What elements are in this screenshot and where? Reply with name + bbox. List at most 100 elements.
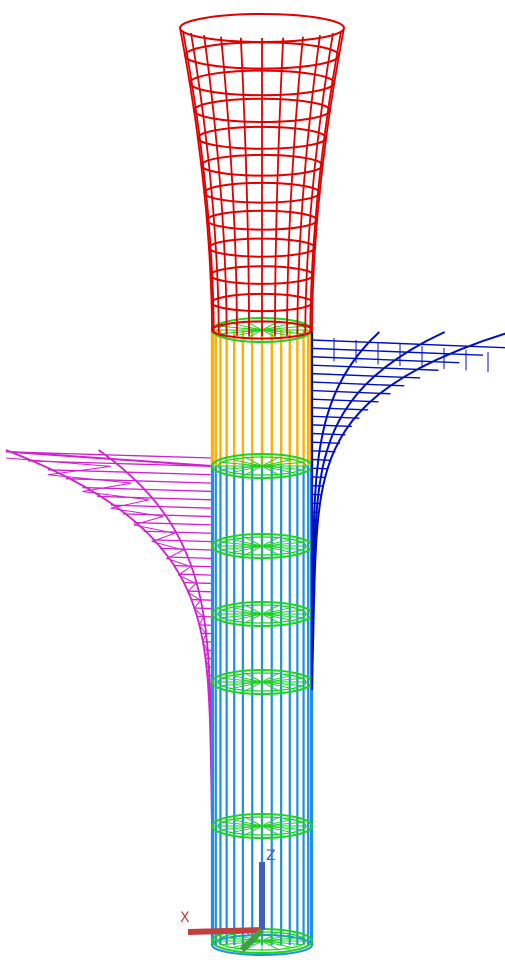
throat-section-wireframe[interactable] — [210, 330, 314, 466]
ring-spoke — [229, 606, 263, 615]
ring-spoke — [229, 545, 263, 554]
right-flare-rib — [311, 467, 329, 470]
right-flare-rib — [311, 458, 332, 461]
ring-spoke — [261, 681, 280, 692]
ucs-x-axis — [187, 927, 263, 935]
ring-spoke — [261, 613, 305, 619]
ring-spoke — [261, 465, 295, 474]
ring-spoke — [261, 940, 295, 949]
ring-spoke — [261, 461, 305, 467]
ring-spoke — [229, 538, 263, 547]
ring-spoke — [219, 825, 263, 831]
ring-spoke — [261, 825, 305, 831]
right-flare-rib — [311, 415, 360, 419]
left-flare-rib — [5, 451, 213, 459]
right-flare-rib — [311, 398, 379, 403]
funnel-ring — [210, 292, 314, 313]
ring-spoke — [229, 329, 263, 338]
funnel-generator-line — [203, 34, 228, 335]
right-flare-rib — [311, 389, 391, 395]
ring-spoke — [244, 465, 263, 476]
ring-spoke — [229, 681, 263, 690]
lower-column-wireframe[interactable] — [210, 462, 314, 956]
left-flare-rib — [183, 581, 213, 585]
funnel-generator-line — [220, 36, 238, 336]
ring-spoke — [229, 933, 263, 942]
ring-spoke — [219, 609, 263, 615]
ring-spoke — [244, 816, 263, 827]
right-flare-rib — [311, 347, 484, 356]
ucs-x-marker: X — [180, 910, 190, 926]
ring-spoke — [229, 322, 263, 331]
ring-spoke — [261, 458, 295, 467]
top-funnel-wireframe[interactable] — [179, 13, 345, 340]
funnel-ring — [179, 13, 345, 43]
funnel-ring — [209, 265, 315, 285]
ring-stiffeners[interactable] — [211, 317, 313, 954]
ring-spoke — [261, 545, 305, 551]
left-flare-rib — [152, 539, 213, 543]
ring-spoke — [244, 613, 263, 624]
funnel-ring — [200, 153, 324, 177]
ring-spoke — [229, 465, 263, 474]
ring-spoke — [244, 536, 263, 547]
ring-spoke — [261, 672, 280, 683]
left-flare-edge — [5, 449, 213, 827]
ring-spoke — [261, 681, 295, 690]
ring-spoke — [261, 456, 280, 467]
ring-spoke — [261, 674, 295, 683]
right-flare-edge — [311, 331, 446, 691]
left-flare-rib — [122, 513, 213, 518]
ring-spoke — [261, 322, 295, 331]
left-flare-wireframe[interactable] — [5, 449, 213, 827]
ring-spoke — [261, 613, 295, 622]
ring-spoke — [261, 936, 305, 942]
ring-spoke — [244, 456, 263, 467]
ring-spoke — [261, 536, 280, 547]
left-flare-rib — [133, 521, 213, 526]
right-flare-rib — [311, 339, 505, 349]
ring-spoke — [261, 821, 305, 827]
ring-spoke — [261, 931, 280, 942]
ring-spoke — [219, 545, 263, 551]
ring-spoke — [261, 541, 305, 547]
ring-spoke — [261, 606, 295, 615]
funnel-generator-line — [179, 27, 213, 331]
funnel-ring — [184, 41, 340, 70]
ring-spoke — [261, 465, 280, 476]
funnel-ring — [203, 181, 321, 204]
ring-spoke — [261, 604, 280, 615]
left-flare-bracing — [5, 457, 213, 827]
left-flare-top-edge — [11, 451, 213, 467]
ring-spoke — [244, 545, 263, 556]
left-flare-rib — [65, 478, 213, 484]
ring-spoke — [261, 818, 295, 827]
left-flare-rib — [166, 556, 213, 560]
ring-spoke — [261, 933, 295, 942]
ring-spoke — [261, 538, 295, 547]
funnel-ring — [207, 237, 317, 258]
right-flare-rib — [311, 476, 326, 479]
ring-spoke — [244, 825, 263, 836]
funnel-ring — [192, 97, 332, 123]
ring-spoke — [219, 541, 263, 547]
right-flare-rib — [311, 432, 346, 436]
left-flare-rib — [110, 504, 213, 509]
ring-spoke — [261, 545, 295, 554]
ring-spoke — [229, 825, 263, 834]
right-flare-rib — [311, 424, 352, 428]
ring-spoke — [261, 545, 280, 556]
right-flare-rib — [311, 450, 336, 453]
ring-spoke — [229, 458, 263, 467]
ring-spoke — [261, 825, 280, 836]
right-flare-wireframe[interactable] — [310, 331, 505, 691]
right-flare-rib — [311, 406, 369, 411]
ring-spoke — [219, 465, 263, 471]
ring-stiffener — [211, 813, 313, 839]
ring-spoke — [261, 613, 280, 624]
ring-spoke — [244, 672, 263, 683]
ring-spoke — [261, 940, 305, 946]
left-flare-rib — [143, 530, 213, 534]
